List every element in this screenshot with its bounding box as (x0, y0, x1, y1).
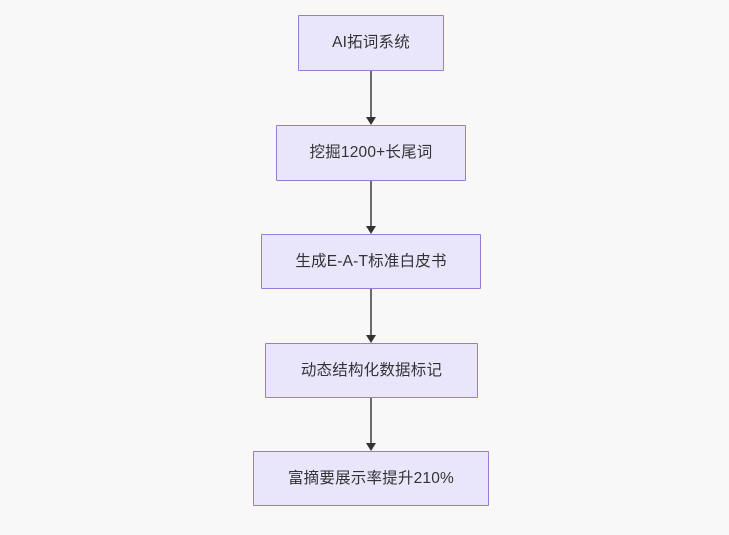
connector-line (369, 71, 373, 117)
flow-node-ai-keyword-system[interactable]: AI拓词系统 (298, 15, 444, 71)
flow-node-label: 生成E-A-T标准白皮书 (295, 252, 447, 270)
connector-line (369, 289, 373, 335)
connector-line (369, 181, 373, 226)
flow-node-label: 富摘要展示率提升210% (287, 469, 455, 487)
flow-node-longtail-keywords[interactable]: 挖掘1200+长尾词 (276, 125, 466, 181)
flow-node-label: AI拓词系统 (332, 34, 410, 52)
flow-node-eat-whitepaper[interactable]: 生成E-A-T标准白皮书 (261, 234, 481, 289)
flow-node-structured-data-markup[interactable]: 动态结构化数据标记 (265, 343, 478, 398)
arrowhead-icon (365, 443, 376, 451)
arrowhead-icon (365, 117, 376, 125)
arrowhead-icon (365, 335, 376, 343)
flow-node-label: 动态结构化数据标记 (300, 361, 443, 379)
connector-line (369, 398, 373, 443)
flow-node-label: 挖掘1200+长尾词 (309, 144, 433, 162)
arrowhead-icon (365, 226, 376, 234)
flow-node-rich-snippet-result[interactable]: 富摘要展示率提升210% (253, 451, 489, 506)
